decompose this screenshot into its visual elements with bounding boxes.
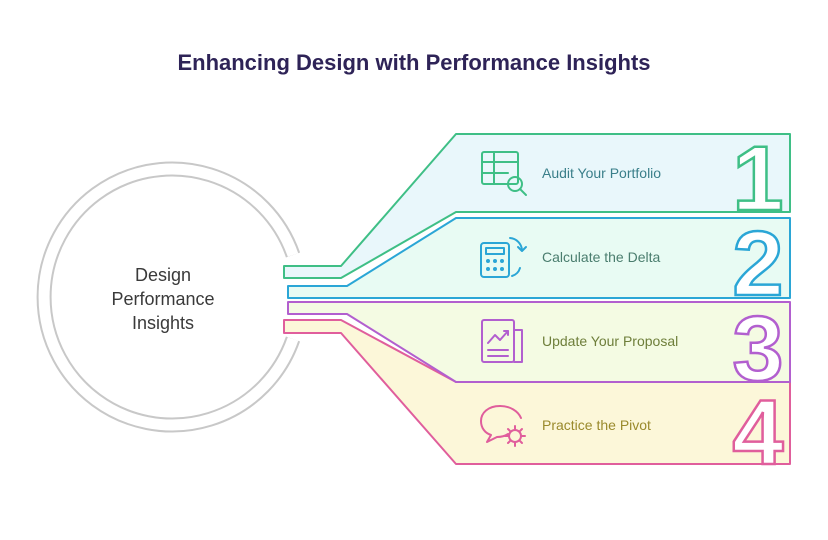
diagram-title: Enhancing Design with Performance Insigh… bbox=[177, 50, 651, 75]
center-label-line-1: Design bbox=[134, 265, 192, 285]
step-number-4: 4 bbox=[732, 382, 783, 484]
step-4-label: Practice the Pivot bbox=[542, 417, 651, 433]
step-1-band bbox=[283, 133, 791, 279]
step-3-band bbox=[287, 301, 791, 383]
step-2-band bbox=[287, 217, 791, 299]
table-search-icon bbox=[481, 151, 527, 196]
step-2-label: Calculate the Delta bbox=[542, 249, 661, 265]
step-3-label: Update Your Proposal bbox=[542, 333, 679, 349]
document-chart-icon bbox=[481, 319, 523, 363]
center-label: Design Performance Insights bbox=[88, 263, 238, 335]
step-4-band bbox=[283, 319, 791, 465]
step-1-label: Audit Your Portfolio bbox=[542, 165, 662, 181]
center-ring bbox=[36, 161, 301, 433]
step-number-2: 2 bbox=[732, 213, 783, 315]
step-number-1: 1 bbox=[732, 128, 783, 230]
chat-gear-icon bbox=[480, 405, 526, 447]
step-number-3: 3 bbox=[732, 298, 783, 400]
calculator-refresh-icon bbox=[480, 237, 527, 278]
center-label-line-3: Insights bbox=[131, 313, 195, 333]
center-label-line-2: Performance bbox=[111, 289, 215, 309]
